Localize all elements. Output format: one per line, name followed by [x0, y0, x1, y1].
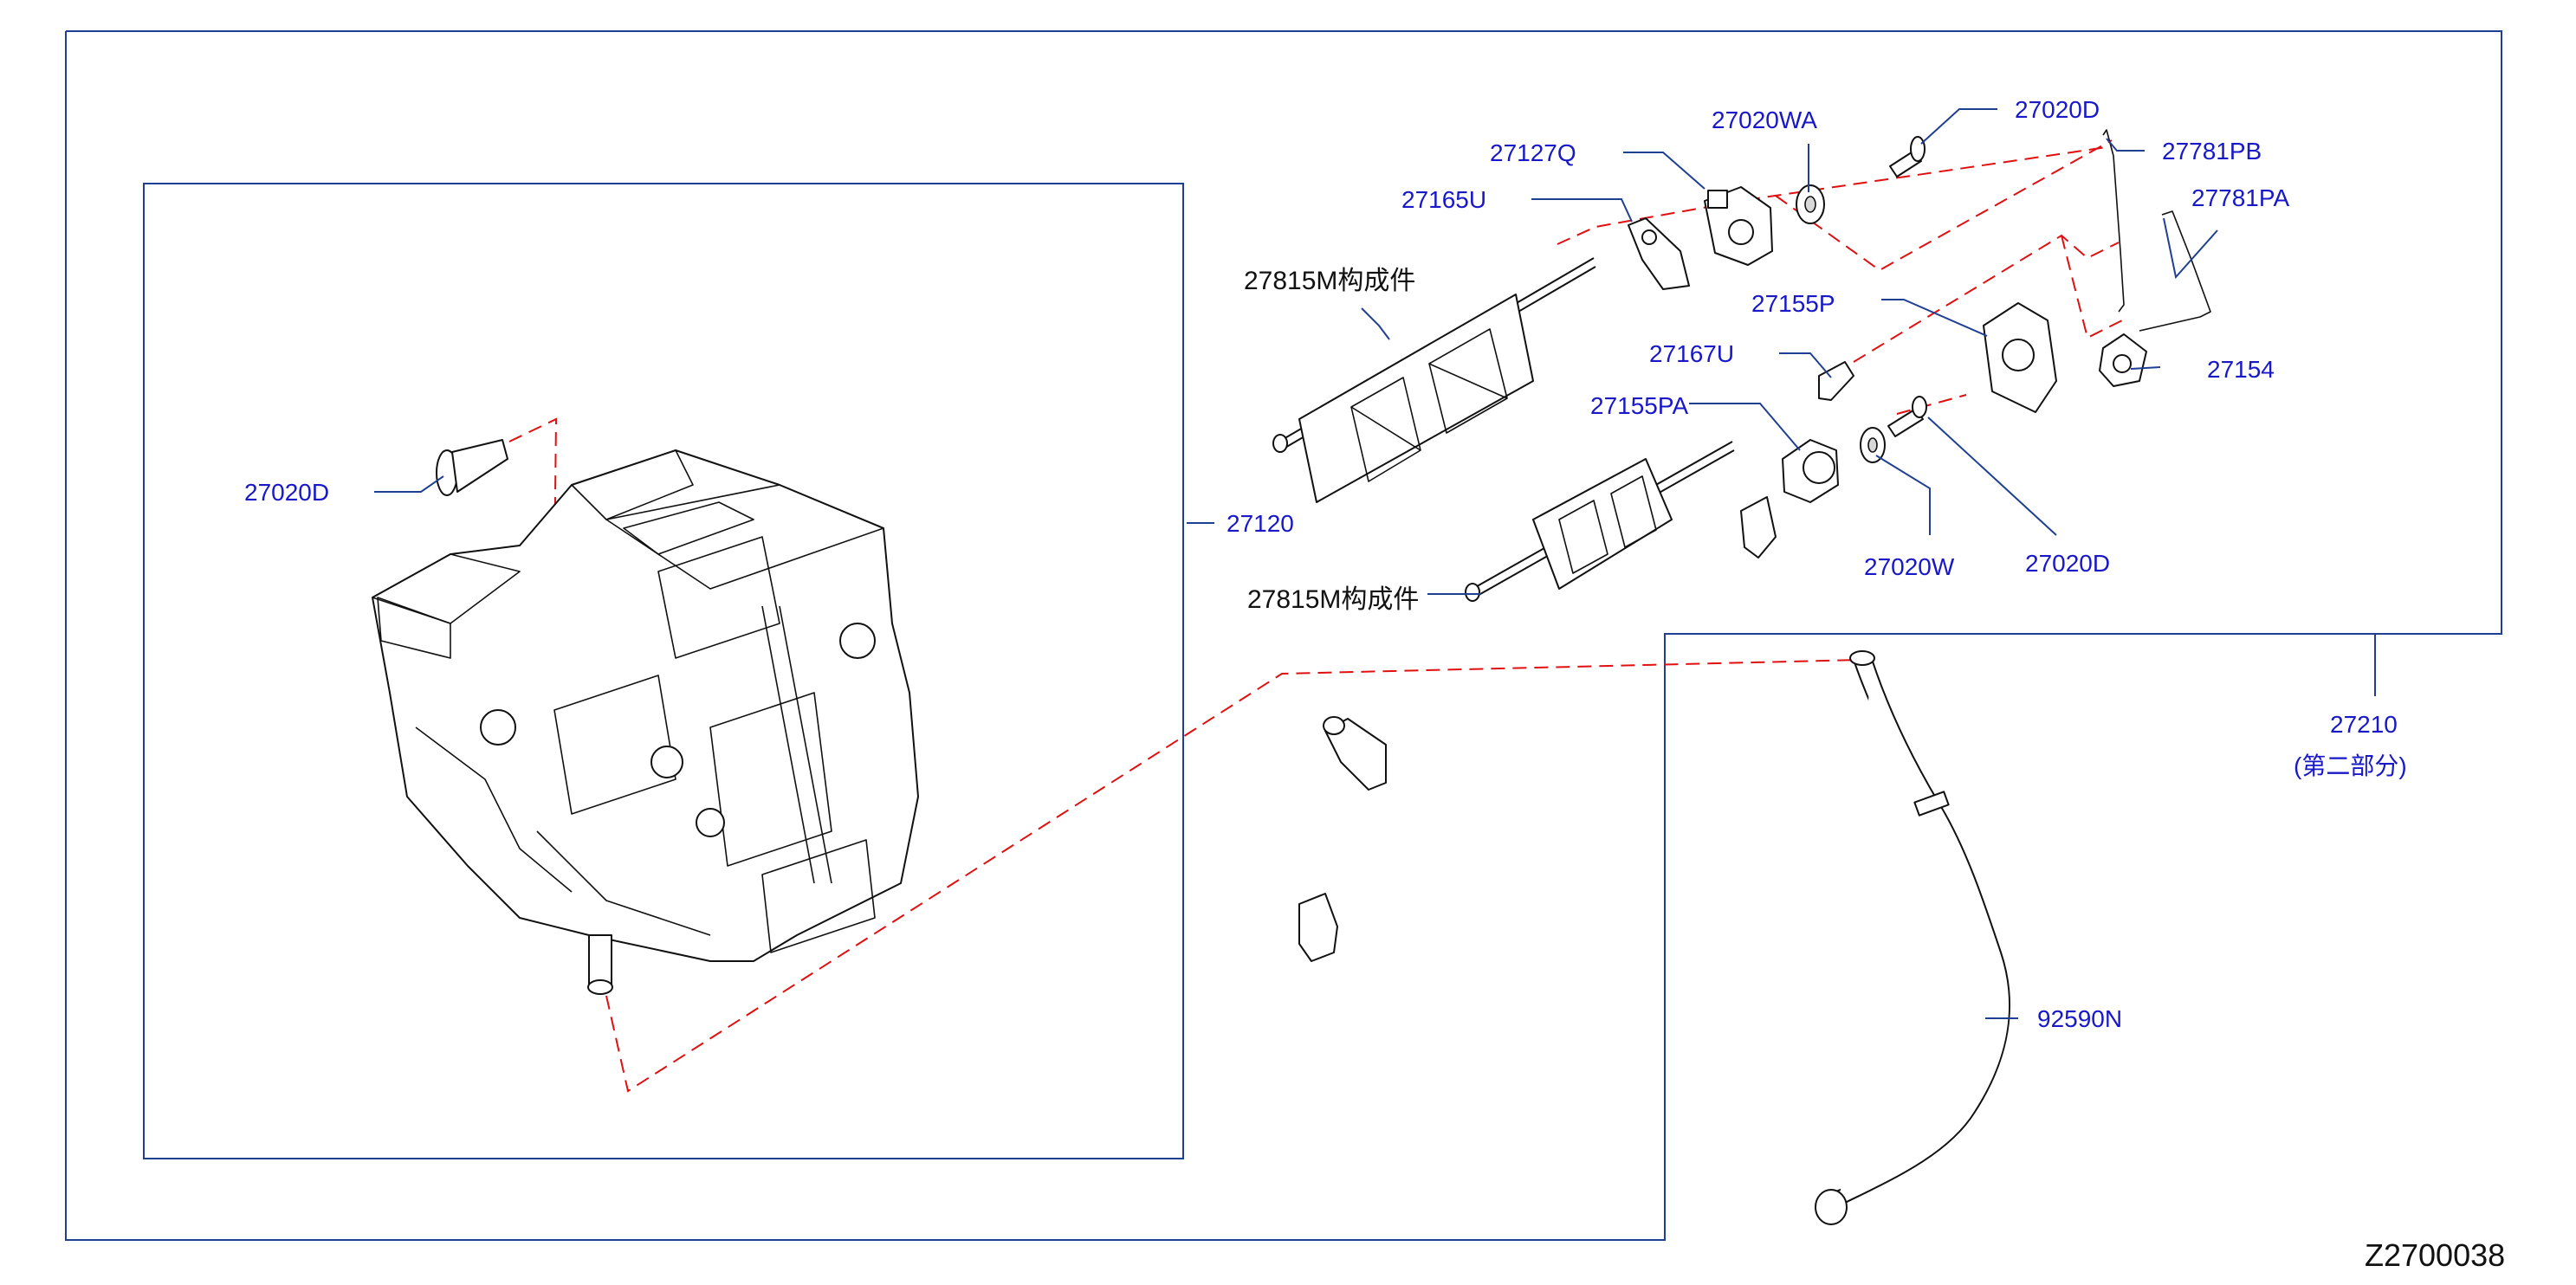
drain-hose-92590N	[1815, 650, 2010, 1225]
callout-27815M-bottom: 27815M构成件	[1247, 585, 1419, 614]
assembly-dash-lines	[508, 139, 2123, 1093]
gear-27155PA	[1782, 439, 1839, 503]
callout-27120: 27120	[1227, 510, 1294, 537]
screw-27020D-mid	[1887, 396, 1927, 437]
inner-frame-27120	[143, 183, 1184, 1159]
mode-door-27815M-top	[1272, 257, 1596, 503]
hvac-unit-27120	[372, 449, 919, 995]
leader-lines	[374, 108, 2376, 1019]
screw-27020D-top	[1889, 136, 1926, 178]
callout-27155PA: 27155PA	[1590, 392, 1688, 419]
callout-27210-note: (第二部分)	[2294, 752, 2407, 779]
callout-27155P: 27155P	[1751, 290, 1835, 317]
callout-27781PA: 27781PA	[2191, 184, 2289, 211]
callout-92590N: 92590N	[2037, 1005, 2122, 1032]
diagram-code: Z2700038	[2365, 1237, 2505, 1273]
cam-27155P	[1983, 302, 2057, 413]
callout-27020WA: 27020WA	[1712, 107, 1817, 133]
lever-27167U	[1818, 361, 1854, 401]
callout-27154: 27154	[2207, 356, 2275, 383]
sensor-fitting	[1323, 716, 1387, 791]
callout-27020D-left: 27020D	[244, 479, 329, 506]
screw-27020D-left	[436, 439, 508, 496]
callout-27020D-mid: 27020D	[2025, 550, 2110, 577]
callout-27020D-top: 27020D	[2015, 96, 2100, 123]
link-27154	[2099, 333, 2147, 387]
callout-27210: 27210	[2330, 711, 2398, 738]
callout-27815M-top: 27815M构成件	[1244, 267, 1415, 295]
washer-27020W	[1860, 427, 1886, 463]
lever-27165U	[1628, 217, 1690, 290]
clip	[1298, 893, 1338, 962]
gear-27020WA	[1796, 184, 1825, 224]
callout-27127Q: 27127Q	[1490, 139, 1576, 166]
callout-27781PB: 27781PB	[2162, 138, 2262, 165]
rod-27781PA	[2139, 210, 2211, 332]
outer-frame	[65, 30, 2502, 1241]
mode-door-27815M-bottom	[1465, 441, 1777, 602]
callout-27165U: 27165U	[1401, 186, 1486, 213]
actuator-27127Q	[1704, 186, 1773, 266]
callout-27020W: 27020W	[1864, 553, 1955, 580]
callout-27167U: 27167U	[1649, 340, 1734, 367]
rod-27781PB	[2102, 129, 2125, 313]
